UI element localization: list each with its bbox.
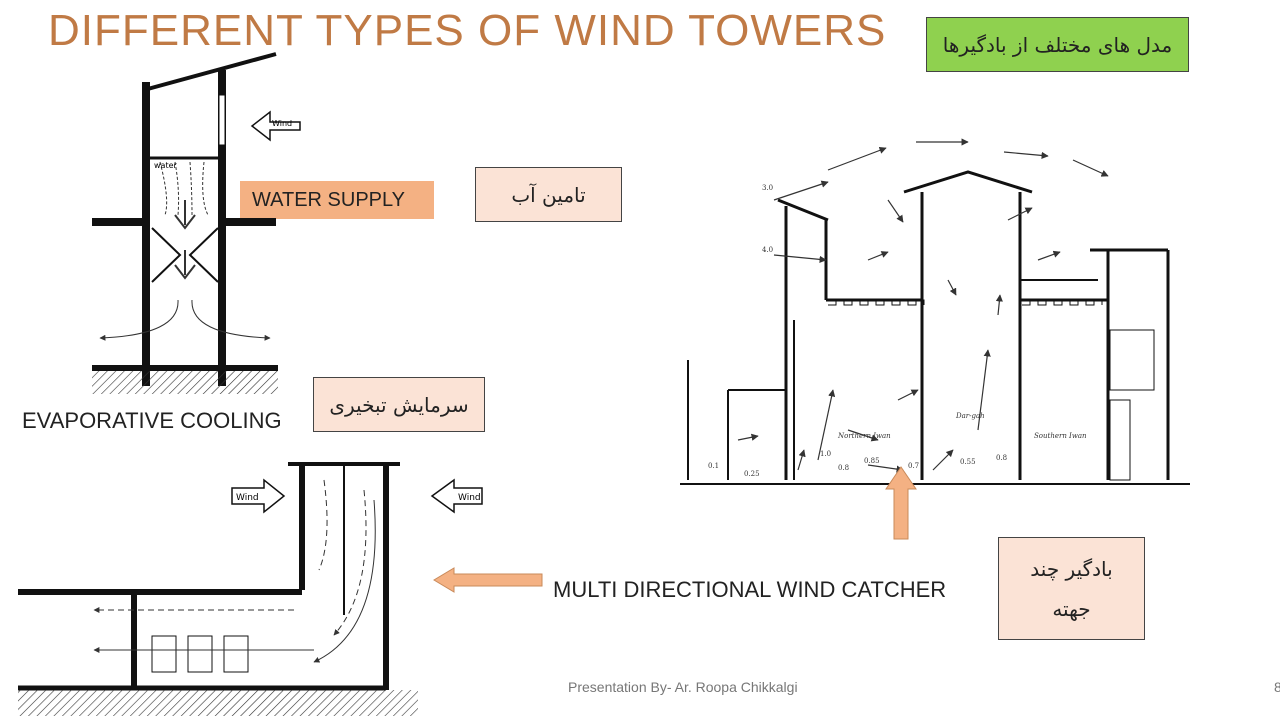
multi-directional-section-diagram: 3.0 4.0 0.1 0.25 1.0 0.8 0.85 0.7 0.55 0… (680, 138, 1190, 485)
page-number: 8 (1274, 679, 1280, 695)
orange-up-arrow (885, 466, 917, 540)
value-label-3: 0.1 (708, 462, 719, 470)
dar-gah-label: Dar-gah (955, 412, 985, 420)
water-supply-persian-text: تامین آب (511, 182, 586, 207)
southern-iwan-label: Southern Iwan (1034, 432, 1087, 440)
value-label-5: 1.0 (820, 450, 831, 458)
persian-title-box: مدل های مختلف از بادگیرها (926, 17, 1189, 72)
value-label-6: 0.8 (838, 464, 849, 472)
value-label-4: 0.25 (744, 470, 760, 478)
evaporative-tower-diagram: water Wind (92, 52, 301, 394)
orange-pointer-arrow (433, 567, 543, 593)
water-text: water (154, 161, 178, 170)
northern-iwan-label: Northern Iwan (837, 432, 891, 440)
evaporative-persian-box: سرمایش تبخیری (313, 377, 485, 432)
water-supply-label: WATER SUPPLY (240, 181, 434, 219)
multi-persian-line1: بادگیر چند (1030, 556, 1113, 581)
value-label-2: 4.0 (762, 246, 773, 254)
value-label-7: 0.85 (864, 457, 880, 465)
multi-directional-persian-box: بادگیر چند جهته (998, 537, 1145, 640)
footer-credit: Presentation By- Ar. Roopa Chikkalgi (568, 679, 798, 695)
slide-title: DIFFERENT TYPES OF WIND TOWERS (48, 6, 887, 55)
value-label-9: 0.55 (960, 458, 976, 466)
wind-label-left: Wind (236, 493, 259, 503)
wind-label-right: Wind (458, 493, 481, 503)
multi-directional-label: MULTI DIRECTIONAL WIND CATCHER (553, 577, 947, 602)
wind-label-top: Wind (272, 119, 292, 128)
wind-tower-section-diagram: Wind Wind (18, 462, 483, 716)
water-supply-persian-box: تامین آب (475, 167, 622, 222)
multi-persian-line2: جهته (1052, 596, 1091, 621)
evaporative-persian-text: سرمایش تبخیری (329, 392, 469, 417)
value-label-8: 0.7 (908, 462, 919, 470)
value-label-10: 0.8 (996, 454, 1007, 462)
persian-title-text: مدل های مختلف از بادگیرها (942, 32, 1173, 57)
evaporative-cooling-label: EVAPORATIVE COOLING (22, 408, 282, 433)
value-label-1: 3.0 (762, 184, 773, 192)
